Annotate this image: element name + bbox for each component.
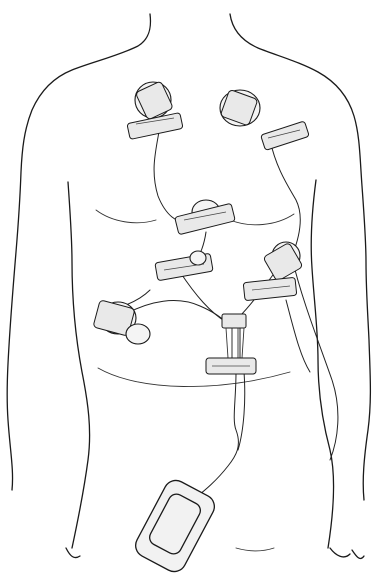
lead-connector xyxy=(206,314,256,374)
electrode-v1 xyxy=(155,251,213,281)
electrode-sternum xyxy=(175,200,236,235)
holter-recorder xyxy=(131,476,218,573)
electrode-ra xyxy=(127,81,183,139)
electrode-v5 xyxy=(243,242,303,301)
body-outline xyxy=(7,14,370,558)
electrode-la xyxy=(220,89,309,150)
